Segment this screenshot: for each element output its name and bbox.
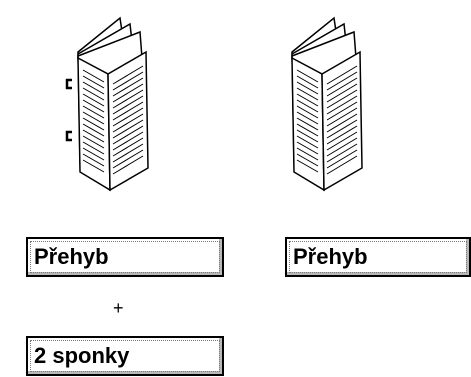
fold-option-label: Přehyb: [34, 244, 109, 269]
fold-option-button-right[interactable]: Přehyb: [285, 237, 471, 277]
fold-option-button-left[interactable]: Přehyb: [26, 237, 224, 277]
folded-booklet-icon: [278, 12, 388, 192]
plus-sign: +: [113, 298, 124, 318]
two-staples-option-button[interactable]: 2 sponky: [26, 336, 224, 376]
fold-option-label: Přehyb: [293, 244, 368, 269]
stapled-booklet-icon: [50, 12, 180, 192]
two-staples-label: 2 sponky: [34, 343, 130, 368]
